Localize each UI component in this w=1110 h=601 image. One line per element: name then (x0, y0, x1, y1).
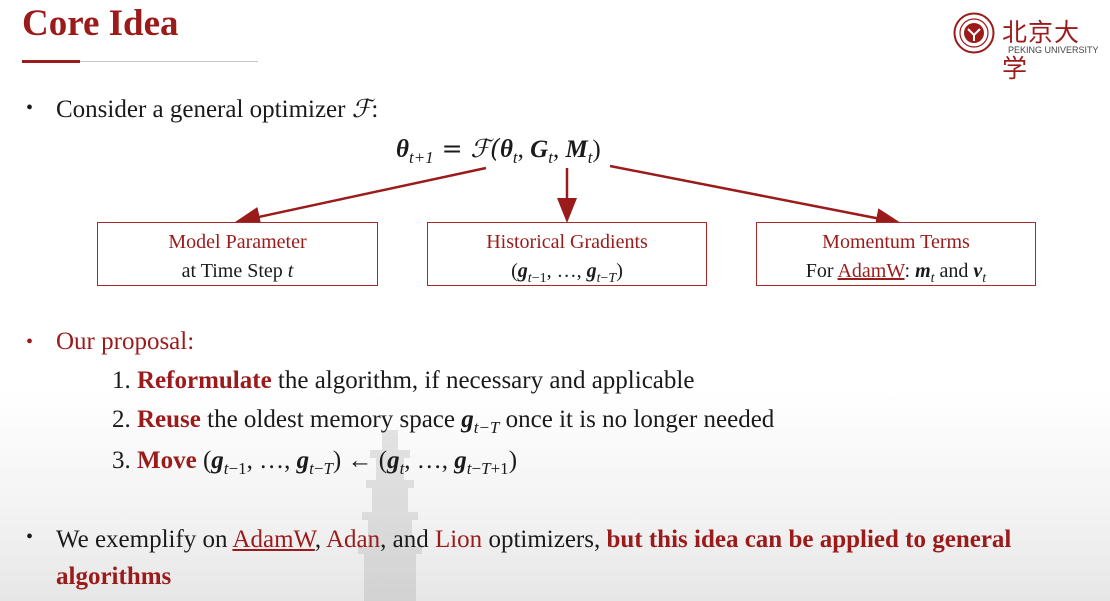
bullet-dot: • (26, 97, 34, 119)
update-equation: θt+1 = ℱ(θt, Gt, Mt) (396, 134, 601, 167)
adamw-link[interactable]: AdamW (232, 526, 315, 553)
logo-name-en: PEKING UNIVERSITY (1008, 45, 1099, 55)
box-momentum-terms: Momentum Terms For AdamW: mt and vt (756, 222, 1036, 286)
box-historical-gradients: Historical Gradients (gt−1, …, gt−T) (427, 222, 707, 286)
bullet-exemplify: We exemplify on AdamW, Adan, and Lion op… (56, 526, 1012, 590)
background-fade (0, 391, 1110, 601)
title-underline-rule (80, 61, 258, 62)
adamw-link[interactable]: AdamW (837, 260, 905, 282)
university-logo: 北京大学 PEKING UNIVERSITY (953, 10, 1105, 83)
bullet-dot: • (26, 526, 34, 548)
seal-icon (953, 12, 995, 54)
proposal-step-3: 3. Move (gt−1, …, gt−T) ← (gt, …, gt−T+1… (112, 447, 518, 478)
optimizer-symbol: ℱ (351, 94, 372, 123)
arrow-to-parameter (235, 166, 487, 227)
emphasis-text: but this idea can be applied to general … (56, 526, 1012, 590)
adan-label: Adan (325, 526, 381, 553)
logo-name-cn: 北京大学 (1002, 18, 1081, 83)
bullet1-text: Consider a general optimizer (56, 96, 352, 123)
box-model-parameter: Model Parameter at Time Step t (97, 222, 378, 286)
lion-label: Lion (434, 526, 483, 553)
title-underline-accent (22, 60, 80, 63)
arrow-to-momentum (609, 164, 901, 228)
proposal-step-2: 2. Reuse the oldest memory space gt−T on… (112, 406, 775, 437)
proposal-step-1: 1. Reformulate the algorithm, if necessa… (112, 367, 695, 394)
pagoda-silhouette (358, 430, 422, 601)
slide-title: Core Idea (22, 3, 179, 44)
proposal-label: Our proposal: (56, 328, 195, 355)
